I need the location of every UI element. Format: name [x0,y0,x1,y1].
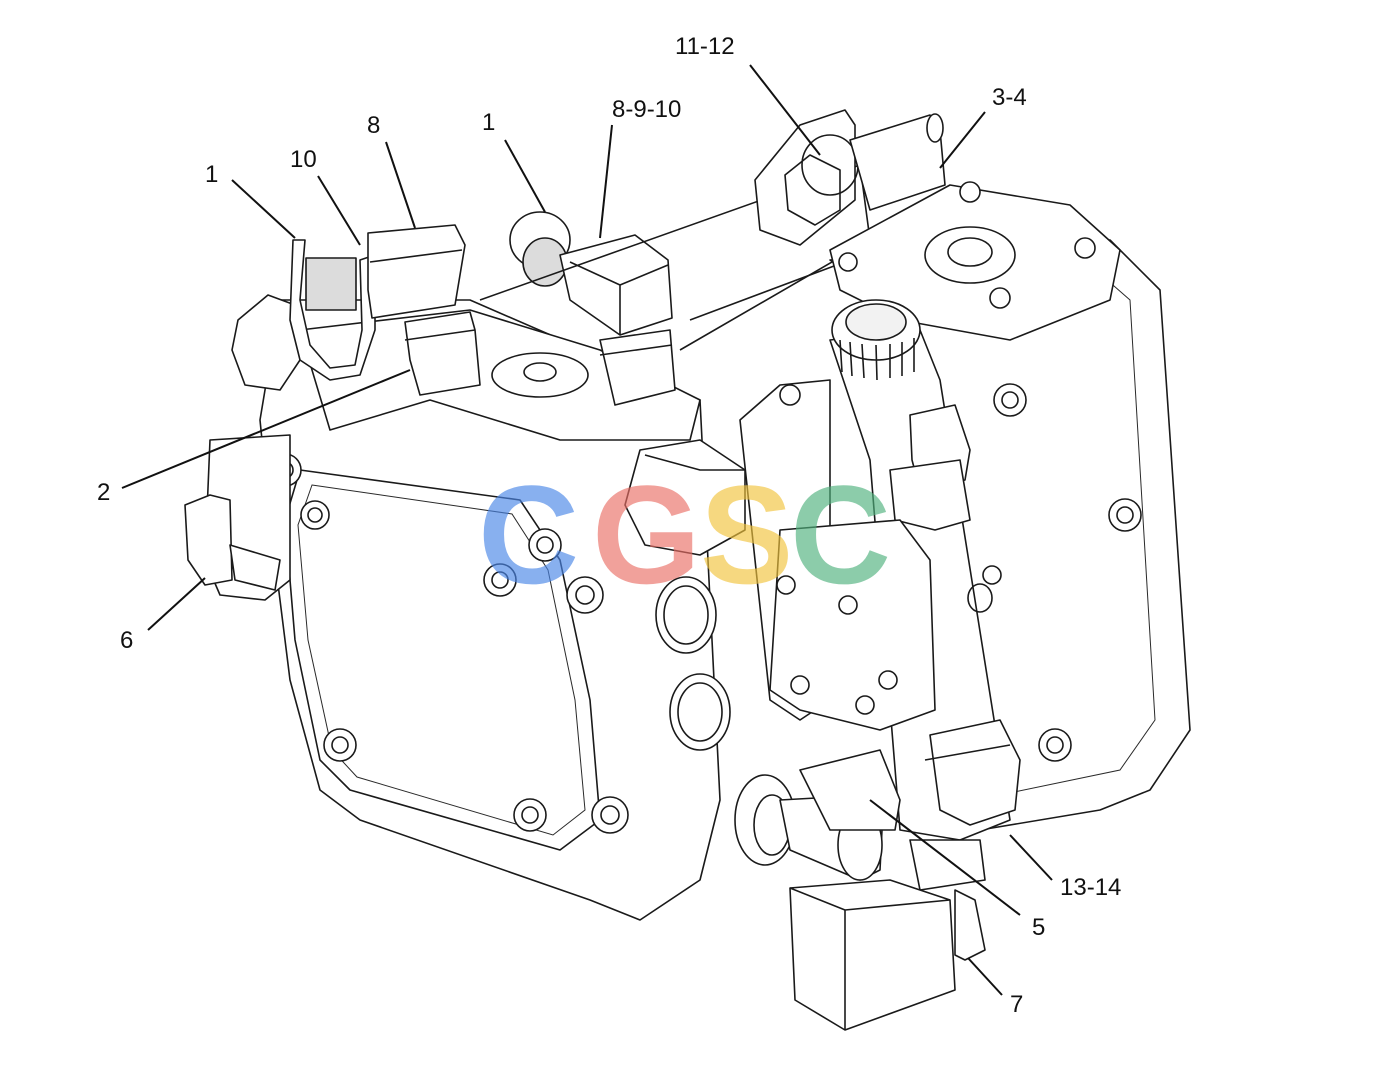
callout-6: 6 [120,627,133,654]
watermark-letter-c1: C [478,456,579,613]
watermark: C G S C [478,456,891,613]
callout-1-mid: 1 [482,109,495,136]
bottom-fittings [734,749,986,1031]
left-fittings [289,224,481,396]
callout-8: 8 [367,112,380,139]
mid-fittings [479,164,871,406]
left-pump-body [184,294,746,921]
port-rings [655,576,731,751]
callout-3-4: 3-4 [992,84,1027,111]
watermark-letter-s: S [700,456,793,613]
callout-10: 10 [290,146,317,173]
callout-5: 5 [1032,914,1045,941]
center-valve [739,299,1021,841]
watermark-letter-c2: C [790,456,891,613]
callout-8-9-10: 8-9-10 [612,96,681,123]
callout-11-12: 11-12 [675,33,735,60]
callout-labels: 1 10 8 1 8-9-10 11-12 3-4 2 6 13-14 5 7 [97,33,1121,1018]
watermark-letter-g: G [592,456,701,613]
callout-13-14: 13-14 [1060,874,1121,901]
callout-2: 2 [97,479,110,506]
callout-7: 7 [1010,991,1023,1018]
leader-lines [121,64,1053,996]
callout-1-left: 1 [205,161,218,188]
